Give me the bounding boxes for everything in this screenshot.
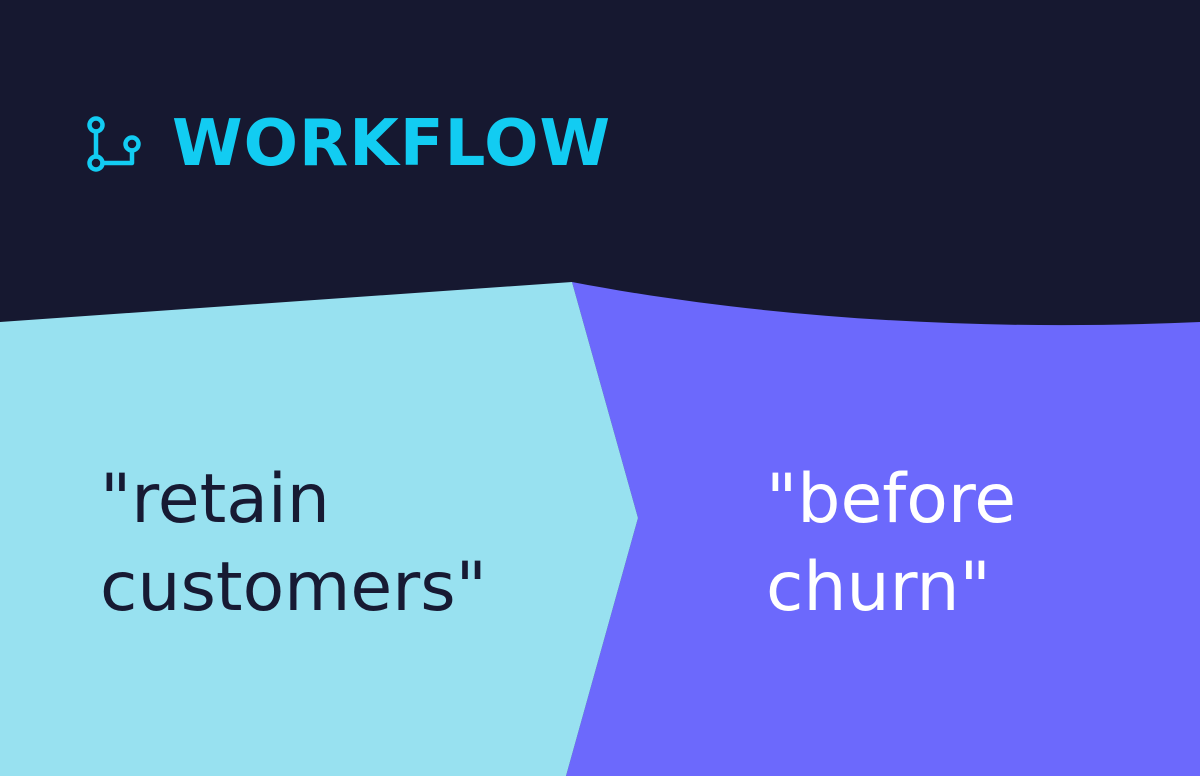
cyan-panel bbox=[0, 282, 638, 776]
left-quote: "retain customers" bbox=[100, 456, 487, 632]
git-branch-icon bbox=[87, 116, 141, 172]
header: WORKFLOW bbox=[86, 112, 611, 176]
left-quote-line: "retain bbox=[100, 460, 330, 539]
right-quote: "before churn" bbox=[766, 456, 1016, 632]
right-quote-line: "before bbox=[766, 460, 1017, 539]
right-quote-line: churn" bbox=[766, 548, 991, 627]
left-quote-line: customers" bbox=[100, 548, 487, 627]
purple-panel bbox=[566, 282, 1200, 776]
page-title: WORKFLOW bbox=[172, 107, 612, 181]
